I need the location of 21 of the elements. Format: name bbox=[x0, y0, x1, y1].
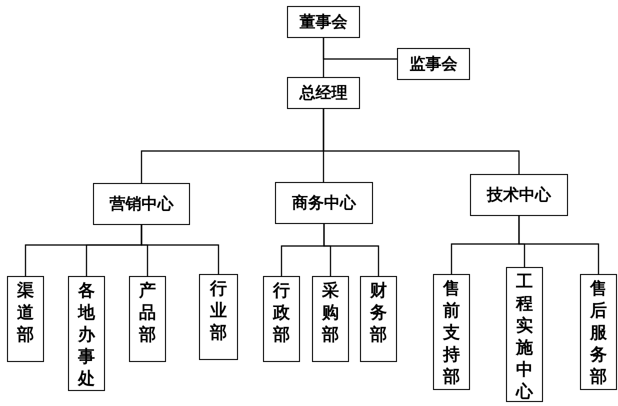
org-box: 商务中心 bbox=[275, 182, 373, 224]
org-box: 采购部 bbox=[312, 276, 349, 362]
connector-line bbox=[322, 38, 397, 60]
connector-line bbox=[140, 225, 220, 274]
org-box: 渠道部 bbox=[7, 276, 44, 362]
org-box: 总经理 bbox=[287, 77, 360, 109]
org-box: 售后服务部 bbox=[580, 274, 617, 390]
org-box: 技术中心 bbox=[470, 174, 568, 216]
org-box: 行业部 bbox=[199, 274, 238, 360]
org-box: 行政部 bbox=[263, 276, 300, 362]
connector-line bbox=[518, 216, 600, 274]
org-box: 监事会 bbox=[397, 48, 470, 80]
org-box: 售前支持部 bbox=[433, 274, 470, 390]
org-box: 工程实施中心 bbox=[506, 267, 543, 402]
org-box: 产品部 bbox=[129, 276, 166, 362]
org-box: 各地办事处 bbox=[68, 276, 105, 391]
org-box: 财务部 bbox=[360, 276, 397, 362]
connector-line bbox=[322, 109, 520, 174]
connector-line bbox=[323, 224, 380, 276]
org-box: 董事会 bbox=[287, 6, 360, 38]
org-box: 营销中心 bbox=[93, 183, 190, 225]
